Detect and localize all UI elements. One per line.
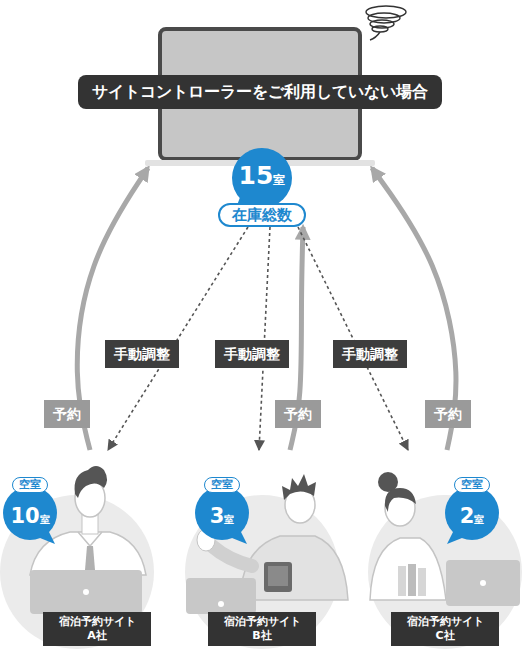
count-unit: 室 bbox=[474, 514, 484, 525]
raised-arm bbox=[212, 546, 252, 566]
manual-adjust-arrow bbox=[108, 227, 248, 450]
count-unit: 室 bbox=[40, 514, 50, 525]
vacancy-bubble: 空室3室 bbox=[195, 486, 249, 540]
disc bbox=[368, 495, 522, 649]
vacancy-bubble: 空室10室 bbox=[3, 486, 57, 540]
hair-bun bbox=[378, 472, 398, 492]
tool bbox=[408, 564, 416, 596]
hair bbox=[385, 488, 416, 512]
disc bbox=[0, 495, 154, 649]
head bbox=[385, 490, 415, 526]
site-label: 宿泊予約サイト C社 bbox=[391, 612, 499, 646]
laptop-logo bbox=[83, 589, 89, 595]
count-badge: 15室 bbox=[232, 148, 292, 208]
scenario-banner: サイトコントローラーをご利用していない場合 bbox=[78, 75, 442, 109]
laptop-logo bbox=[218, 601, 224, 607]
manual-adjust-label: 手動調整 bbox=[215, 340, 289, 368]
vacancy-tag: 空室 bbox=[204, 477, 240, 493]
count-number: 10 bbox=[10, 504, 39, 528]
booking-label: 予約 bbox=[425, 400, 471, 428]
count-number: 3 bbox=[210, 504, 225, 528]
phone-screen bbox=[268, 566, 288, 586]
tool bbox=[418, 568, 426, 596]
bubble-disc bbox=[3, 486, 57, 540]
count-number: 15 bbox=[239, 161, 274, 190]
bubble-disc bbox=[195, 486, 249, 540]
laptop bbox=[446, 560, 520, 606]
laptop bbox=[186, 578, 256, 614]
laptop-logo bbox=[480, 580, 486, 586]
scribble-loop bbox=[366, 6, 406, 18]
vacancy-tag: 空室 bbox=[454, 477, 490, 493]
person-b-figure bbox=[186, 474, 348, 614]
count-unit: 室 bbox=[273, 173, 285, 187]
booking-label: 予約 bbox=[44, 400, 90, 428]
head bbox=[75, 479, 105, 517]
scribble-tail bbox=[370, 32, 380, 40]
manual-adjust-label: 手動調整 bbox=[105, 340, 179, 368]
booking-site-c: 宿泊予約サイト C社 bbox=[365, 450, 525, 652]
site-label: 宿泊予約サイト A社 bbox=[43, 612, 151, 646]
laptop bbox=[30, 570, 142, 614]
vacancy-count: 2室 bbox=[445, 503, 499, 533]
bubble-disc bbox=[445, 486, 499, 540]
collar bbox=[78, 532, 102, 546]
phone bbox=[264, 562, 292, 592]
count-number: 2 bbox=[460, 504, 475, 528]
vacancy-count: 3室 bbox=[195, 503, 249, 533]
neck bbox=[82, 512, 98, 534]
vacancy-count: 10室 bbox=[3, 503, 57, 533]
booking-label: 予約 bbox=[275, 400, 321, 428]
inventory-pill: 在庫総数 bbox=[218, 203, 306, 227]
scribble-loop bbox=[372, 26, 388, 32]
manual-adjust-label: 手動調整 bbox=[333, 340, 407, 368]
total-count: 15室 bbox=[232, 162, 292, 194]
person-a-figure bbox=[30, 466, 146, 614]
worry-scribble bbox=[366, 6, 406, 40]
shirt bbox=[370, 538, 446, 600]
tie bbox=[85, 546, 95, 576]
scribble-loop bbox=[368, 13, 400, 23]
hair bbox=[75, 466, 107, 498]
person-c-figure bbox=[370, 472, 520, 606]
laptop-screen: サイトコントローラーをご利用していない場合 bbox=[145, 28, 375, 168]
inventory-label: 在庫総数 bbox=[220, 205, 304, 225]
shirt bbox=[240, 536, 348, 600]
site-label: 宿泊予約サイト B社 bbox=[208, 612, 316, 646]
tool bbox=[398, 566, 406, 596]
count-unit: 室 bbox=[224, 514, 234, 525]
badge-disc bbox=[232, 148, 292, 208]
hair bbox=[282, 474, 316, 500]
vacancy-bubble: 空室2室 bbox=[445, 486, 499, 540]
head bbox=[285, 487, 315, 523]
shirt bbox=[30, 532, 146, 575]
vacancy-tag: 空室 bbox=[12, 477, 48, 493]
scribble-loop bbox=[370, 20, 394, 28]
hand bbox=[197, 529, 215, 551]
manual-adjust-arrow bbox=[259, 227, 270, 450]
